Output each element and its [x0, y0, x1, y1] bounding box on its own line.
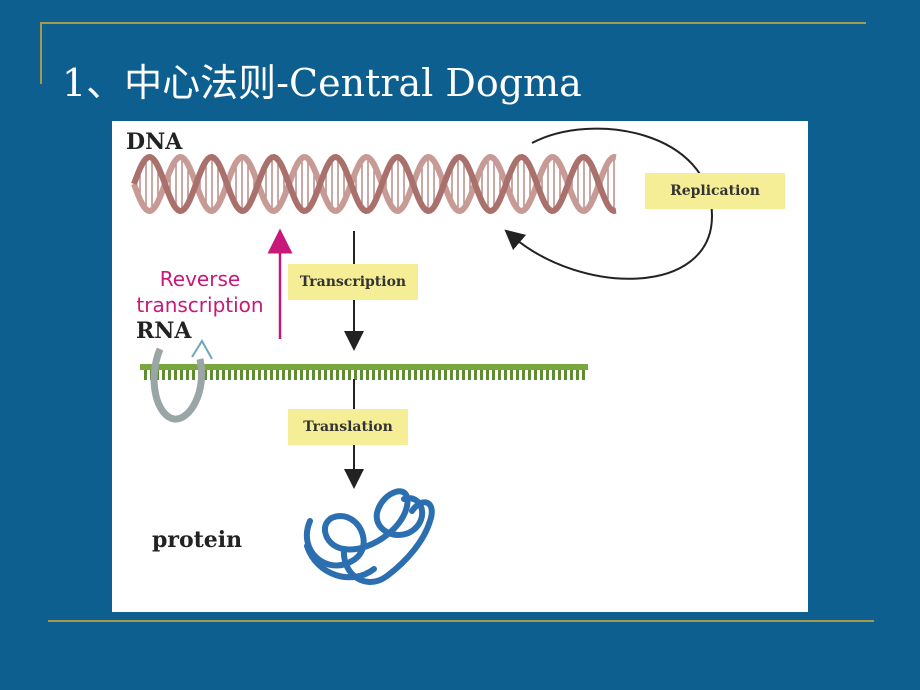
- rna-base: [348, 370, 351, 380]
- rna-base: [576, 370, 579, 380]
- rna-base: [462, 370, 465, 380]
- rna-base: [300, 370, 303, 380]
- rna-base: [222, 370, 225, 380]
- rna-base: [258, 370, 261, 380]
- rna-base: [480, 370, 483, 380]
- rna-base: [384, 370, 387, 380]
- rna-base: [276, 370, 279, 380]
- top-rule: [40, 22, 866, 24]
- rna-base: [336, 370, 339, 380]
- rna-base: [378, 370, 381, 380]
- rna-base: [528, 370, 531, 380]
- rna-base: [522, 370, 525, 380]
- rna-base: [582, 370, 585, 380]
- rna-base: [180, 370, 183, 380]
- rna-base: [312, 370, 315, 380]
- rna-label: RNA: [136, 318, 192, 344]
- rna-base: [510, 370, 513, 380]
- rna-base: [426, 370, 429, 380]
- rna-base: [534, 370, 537, 380]
- rna-base: [360, 370, 363, 380]
- rna-base: [246, 370, 249, 380]
- rna-base: [318, 370, 321, 380]
- rna-base: [438, 370, 441, 380]
- rna-base: [516, 370, 519, 380]
- rna-base: [228, 370, 231, 380]
- translation-label-box: Translation: [288, 409, 408, 445]
- rna-base: [264, 370, 267, 380]
- rna-base: [486, 370, 489, 380]
- replication-label-box: Replication: [645, 173, 785, 209]
- rna-base: [402, 370, 405, 380]
- rna-base: [270, 370, 273, 380]
- rna-base: [444, 370, 447, 380]
- rna-base: [420, 370, 423, 380]
- left-rule: [40, 22, 42, 84]
- rna-base: [324, 370, 327, 380]
- rna-base: [234, 370, 237, 380]
- rna-base: [186, 370, 189, 380]
- rna-base: [174, 370, 177, 380]
- rna-base: [414, 370, 417, 380]
- rna-base: [366, 370, 369, 380]
- rna-base: [456, 370, 459, 380]
- protein-label: protein: [152, 527, 243, 553]
- rna-base: [240, 370, 243, 380]
- rna-base: [552, 370, 555, 380]
- rna-base: [408, 370, 411, 380]
- rna-strand: [140, 364, 588, 380]
- rna-base: [162, 370, 165, 380]
- rna-base: [390, 370, 393, 380]
- rna-base: [432, 370, 435, 380]
- central-dogma-diagram: DNA RNA protein Replication Transcriptio…: [112, 121, 808, 612]
- rna-base: [144, 370, 147, 380]
- rna-base: [210, 370, 213, 380]
- reverse-label-line1: Reverse: [159, 267, 241, 291]
- rna-base: [570, 370, 573, 380]
- bottom-rule: [48, 620, 874, 622]
- reverse-label-line2: transcription: [136, 293, 264, 317]
- rna-base: [504, 370, 507, 380]
- rna-base: [474, 370, 477, 380]
- rna-base: [216, 370, 219, 380]
- rna-base: [540, 370, 543, 380]
- rna-base: [168, 370, 171, 380]
- rna-base: [252, 370, 255, 380]
- slide-title: 1、中心法则-Central Dogma: [62, 61, 582, 105]
- rna-base: [282, 370, 285, 380]
- rna-base: [372, 370, 375, 380]
- rna-base: [204, 370, 207, 380]
- protein-structure: [303, 488, 435, 585]
- rna-replication-arrow: [150, 347, 206, 423]
- rna-base: [396, 370, 399, 380]
- rna-base: [546, 370, 549, 380]
- rna-base: [294, 370, 297, 380]
- rna-base: [330, 370, 333, 380]
- rna-base: [564, 370, 567, 380]
- dna-label: DNA: [126, 129, 183, 155]
- rna-base: [492, 370, 495, 380]
- diagram-graphics: [131, 127, 714, 585]
- rna-base: [450, 370, 453, 380]
- rna-base: [498, 370, 501, 380]
- rna-base: [354, 370, 357, 380]
- rna-base: [192, 370, 195, 380]
- rna-base: [288, 370, 291, 380]
- dna-helix: [131, 153, 617, 215]
- replication-arrow: [504, 127, 714, 280]
- transcription-label-box: Transcription: [288, 264, 418, 300]
- reverse-transcription-label: Reverse transcription: [130, 266, 270, 318]
- rna-base: [342, 370, 345, 380]
- rna-base: [306, 370, 309, 380]
- rna-base: [468, 370, 471, 380]
- rna-base: [558, 370, 561, 380]
